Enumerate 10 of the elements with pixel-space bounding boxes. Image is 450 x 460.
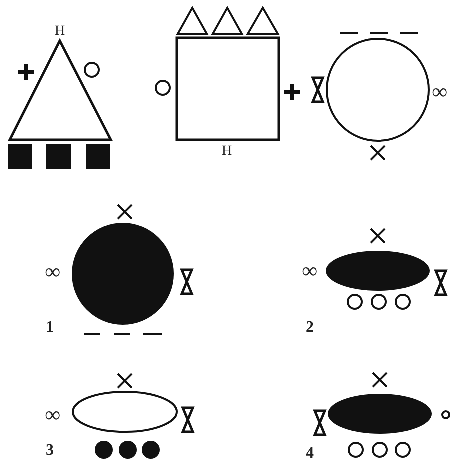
letter-label: H [222, 145, 232, 159]
infinity-symbol: ∞ [45, 404, 61, 426]
infinity-symbol: ∞ [432, 81, 448, 103]
infinity-symbol: ∞ [302, 260, 318, 282]
infinity-symbol: ∞ [45, 261, 61, 283]
option-number: 4 [306, 446, 314, 460]
option-number: 1 [46, 320, 54, 336]
letter-label: H [55, 25, 66, 39]
option-number: 2 [306, 320, 314, 336]
option-number: 3 [46, 443, 54, 459]
